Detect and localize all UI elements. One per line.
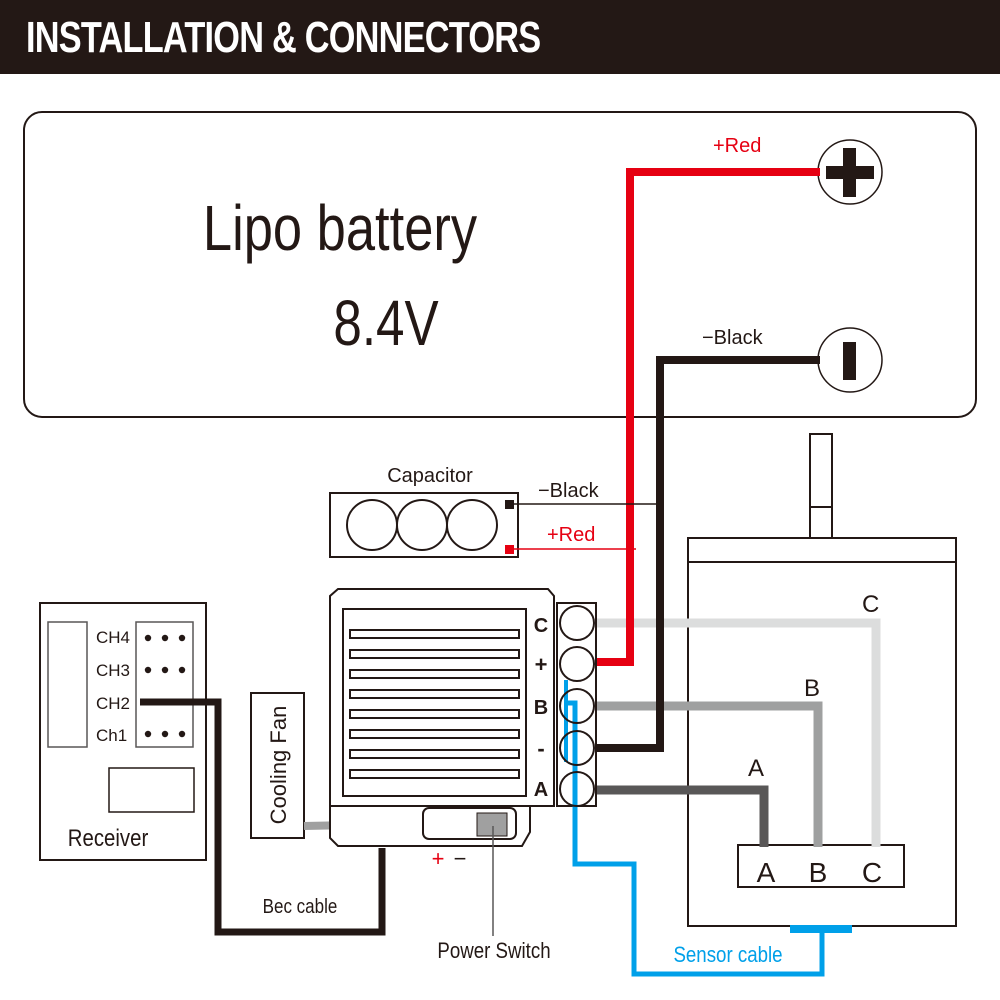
motor-terminal-a: A xyxy=(757,857,776,888)
receiver-channel-ch4: CH4 xyxy=(96,628,130,647)
receiver-pin-header xyxy=(135,621,194,748)
battery-title: Lipo battery xyxy=(203,193,478,264)
capacitor-cell xyxy=(446,499,498,551)
receiver-title: Receiver xyxy=(68,824,149,851)
switch-plus-label: + xyxy=(432,846,445,871)
esc-controller: + − C + B - A xyxy=(329,588,597,936)
motor-wire-label-a: A xyxy=(748,755,764,782)
capacitor-positive-pad xyxy=(505,545,514,554)
receiver-module xyxy=(47,621,88,748)
power-switch-knob[interactable] xyxy=(476,812,508,837)
capacitor-black-label: −Black xyxy=(538,480,600,502)
socket-c[interactable] xyxy=(559,605,595,641)
receiver-channel-ch1: Ch1 xyxy=(96,726,127,745)
socket-minus[interactable] xyxy=(559,730,595,766)
capacitor-negative-pad xyxy=(505,500,514,509)
capacitor-cell xyxy=(396,499,448,551)
receiver-label-plate xyxy=(108,767,195,813)
phase-wires: C B A xyxy=(588,591,881,847)
receiver-pins-ch1 xyxy=(144,730,186,738)
cooling-fan-body xyxy=(250,692,305,839)
brushless-motor: A B C xyxy=(687,433,957,927)
switch-minus-label: − xyxy=(454,846,467,871)
plus-terminal-icon xyxy=(817,139,883,205)
black-power-wire xyxy=(588,356,820,752)
receiver-channel-ch2: CH2 xyxy=(96,694,130,713)
phase-a-wire xyxy=(588,785,769,847)
heatsink-fins xyxy=(349,629,520,779)
capacitor-red-label: +Red xyxy=(547,524,595,546)
esc-pin-label-c: C xyxy=(534,615,548,637)
motor-shaft xyxy=(809,433,833,541)
esc-pin-label-a: A xyxy=(534,779,548,801)
esc-heatsink xyxy=(342,608,527,797)
receiver: CH4 CH3 CH2 Ch1 Receiver xyxy=(39,602,207,861)
bec-cable xyxy=(140,698,386,936)
motor-endcap xyxy=(687,537,957,563)
minus-terminal-icon xyxy=(817,327,883,393)
motor-terminal-b: B xyxy=(809,857,828,888)
esc-pin-label-plus: + xyxy=(535,652,548,677)
capacitor-cell xyxy=(346,499,398,551)
esc-connector-sockets xyxy=(559,605,595,807)
header-banner: INSTALLATION & CONNECTORS xyxy=(0,0,1000,74)
phase-c-wire xyxy=(588,618,881,847)
sensor-cable-label: Sensor cable xyxy=(673,944,782,968)
power-switch-label: Power Switch xyxy=(437,940,550,964)
socket-b[interactable] xyxy=(559,688,595,724)
motor-terminal-block xyxy=(737,844,905,888)
esc-pin-label-b: B xyxy=(534,697,548,719)
lipo-battery: Lipo battery 8.4V +Red −Black xyxy=(23,111,977,418)
phase-b-wire xyxy=(590,701,823,847)
battery-body xyxy=(23,111,977,418)
bec-cable-label: Bec cable xyxy=(263,895,338,918)
battery-plus-label: +Red xyxy=(713,135,761,157)
motor-wire-label-b: B xyxy=(804,675,820,702)
cooling-fan-label: Cooling Fan xyxy=(266,706,291,825)
capacitor-title: Capacitor xyxy=(387,465,473,487)
red-power-wire xyxy=(588,168,820,666)
battery-voltage: 8.4V xyxy=(333,289,439,360)
receiver-channel-ch3: CH3 xyxy=(96,661,130,680)
battery-minus-label: −Black xyxy=(702,327,764,349)
motor-wire-label-c: C xyxy=(862,591,879,618)
page-title: INSTALLATION & CONNECTORS xyxy=(26,13,541,62)
socket-plus[interactable] xyxy=(559,646,595,682)
receiver-pins-ch4 xyxy=(144,634,186,642)
capacitor: Capacitor −Black +Red xyxy=(329,465,660,558)
motor-sensor-port xyxy=(790,925,852,933)
sensor-cable xyxy=(568,700,825,977)
socket-a[interactable] xyxy=(559,771,595,807)
motor-terminal-c: C xyxy=(862,857,882,888)
cooling-fan: Cooling Fan xyxy=(250,692,305,839)
esc-pin-label-minus: - xyxy=(537,736,544,761)
receiver-pins-ch3 xyxy=(144,666,186,674)
